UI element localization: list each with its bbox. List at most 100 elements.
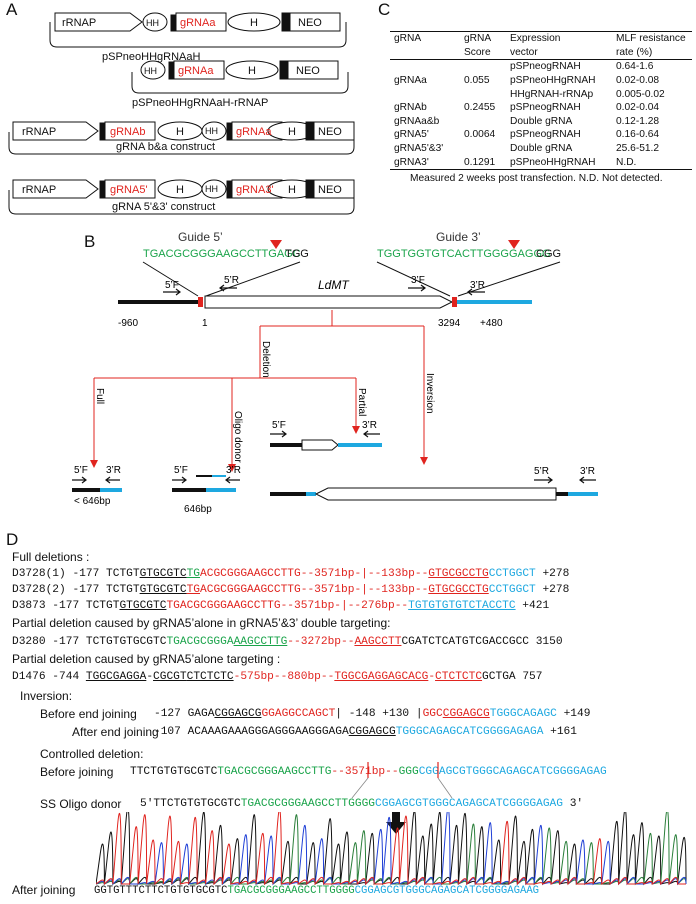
svg-text:3’F: 3’F bbox=[411, 275, 425, 286]
seq-row: -127 GAGACGGAGCGGGAGGCCAGCT| -148 +130 |… bbox=[154, 708, 591, 720]
svg-text:gRNA3': gRNA3' bbox=[236, 184, 274, 196]
partial-title-1: Partial deletion caused by gRNA5’alone i… bbox=[12, 616, 391, 630]
svg-text:NEO: NEO bbox=[318, 184, 342, 196]
panel-label-a: A bbox=[6, 0, 18, 19]
svg-text:HH: HH bbox=[205, 126, 218, 136]
c3-name: gRNA b&a construct bbox=[116, 141, 215, 153]
joining-connectors bbox=[351, 762, 453, 799]
svg-text:+480: +480 bbox=[480, 318, 503, 329]
svg-text:CGG: CGG bbox=[536, 248, 561, 260]
cut-marker-5 bbox=[270, 240, 282, 249]
svg-text:5’F: 5’F bbox=[165, 280, 179, 291]
svg-text:NEO: NEO bbox=[298, 17, 322, 29]
svg-text:H: H bbox=[250, 17, 258, 29]
panel-a-constructs: rRNAP HH gRNAa H NEO pSPneoHHgRNAaH HH g… bbox=[8, 12, 355, 215]
svg-text:gRNAb: gRNAb bbox=[110, 126, 145, 138]
svg-text:3’R: 3’R bbox=[362, 420, 377, 431]
gene-label: LdMT bbox=[318, 278, 350, 292]
promoter-arrow bbox=[54, 12, 143, 32]
construct-2 bbox=[131, 60, 349, 94]
seq-row: -107 ACAAAGAAAGGGAGGGAAGGGAGACGGAGCGTGGG… bbox=[154, 726, 577, 738]
svg-text:5’R: 5’R bbox=[224, 275, 239, 286]
svg-text:Guide 5’: Guide 5’ bbox=[178, 230, 223, 244]
svg-text:3’R: 3’R bbox=[470, 280, 485, 291]
svg-text:H: H bbox=[288, 126, 296, 138]
seq-row: TTCTGTGTGCGTCTGACGCGGGAAGCCTTG--3571bp--… bbox=[130, 766, 607, 778]
svg-text:gRNA5': gRNA5' bbox=[110, 184, 148, 196]
svg-text:3’R: 3’R bbox=[580, 466, 595, 477]
inversion-title: Inversion: bbox=[20, 689, 73, 703]
panel-label-c: C bbox=[378, 0, 391, 19]
svg-text:-960: -960 bbox=[118, 318, 138, 329]
cut-marker-3 bbox=[508, 240, 520, 249]
svg-text:Deletion: Deletion bbox=[260, 341, 271, 378]
chromatogram-trace bbox=[96, 812, 686, 886]
svg-text:3’R: 3’R bbox=[226, 465, 241, 476]
panel-b-diagram: Guide 5’ TGACGCGGGAAGCCTTGAGC TGG Guide … bbox=[72, 230, 598, 515]
svg-text:NEO: NEO bbox=[318, 126, 342, 138]
svg-text:Guide 3’: Guide 3’ bbox=[436, 230, 481, 244]
construct-1 bbox=[49, 12, 347, 48]
full-deletions-title: Full deletions : bbox=[12, 550, 90, 564]
c4-name: gRNA 5'&3' construct bbox=[112, 201, 215, 213]
construct-3 bbox=[8, 121, 355, 155]
seq-row: D3873 -177 TCTGTGTGCGTCTGACGCGGGAAGCCTTG… bbox=[12, 600, 550, 612]
svg-text:3294: 3294 bbox=[438, 318, 461, 329]
svg-text:HH: HH bbox=[205, 184, 218, 194]
svg-text:1: 1 bbox=[202, 318, 208, 329]
svg-text:H: H bbox=[248, 65, 256, 77]
svg-text:H: H bbox=[288, 184, 296, 196]
svg-text:TGG: TGG bbox=[285, 248, 309, 260]
svg-text:Full: Full bbox=[94, 388, 105, 404]
seq-row: D1476 -744 TGGCGAGGA-CGCGTCTCTCTC-575bp-… bbox=[12, 671, 543, 683]
svg-text:H: H bbox=[176, 184, 184, 196]
svg-text:gRNAa: gRNAa bbox=[180, 17, 216, 29]
svg-text:5’R: 5’R bbox=[534, 466, 549, 477]
c1-name: pSPneoHHgRNAaH bbox=[102, 51, 200, 63]
down-arrow-icon bbox=[386, 812, 406, 834]
panel-label-d: D bbox=[6, 530, 19, 549]
svg-text:5’F: 5’F bbox=[74, 465, 88, 476]
svg-text:Inversion: Inversion bbox=[424, 373, 435, 414]
svg-text:Oligo donor: Oligo donor bbox=[232, 411, 243, 463]
controlled-title: Controlled deletion: bbox=[40, 747, 144, 761]
partial-title-2: Partial deletion caused by gRNA5’alone t… bbox=[12, 652, 281, 666]
c1-promoter: rRNAP bbox=[62, 17, 96, 29]
table-footnote: Measured 2 weeks post transfection. N.D.… bbox=[410, 172, 663, 184]
seq-row: D3728(1) -177 TCTGTGTGCGTCTGACGCGGGAAGCC… bbox=[12, 568, 570, 580]
guide5-seq: TGACGCGGGAAGCCTTGAGC bbox=[143, 248, 301, 260]
svg-text:HH: HH bbox=[144, 66, 157, 76]
svg-text:< 646bp: < 646bp bbox=[74, 496, 111, 507]
svg-text:5’F: 5’F bbox=[174, 465, 188, 476]
svg-text:646bp: 646bp bbox=[184, 504, 212, 515]
seq-row: 5′TTCTGTGTGCGTCTGACGCGGGAAGCCTTGGGGCGGAG… bbox=[140, 798, 584, 810]
svg-text:5’F: 5’F bbox=[272, 420, 286, 431]
svg-text:Partial: Partial bbox=[356, 388, 367, 416]
seq-row: D3280 -177 TCTGTGTGCGTCTGACGCGGGAAAGCCTT… bbox=[12, 636, 563, 648]
c2-name: pSPneoHHgRNAaH-rRNAP bbox=[132, 97, 268, 109]
svg-text:rRNAP: rRNAP bbox=[22, 184, 56, 196]
seq-row: D3728(2) -177 TCTGTGTGCGTCTGACGCGGGAAGCC… bbox=[12, 584, 570, 596]
svg-text:gRNAa: gRNAa bbox=[178, 65, 214, 77]
seq-row: GGTGTTTCTTCTGTGTGCGTCTGACGCGGGAAGCCTTGGG… bbox=[94, 885, 540, 897]
panel-label-b: B bbox=[84, 232, 96, 251]
svg-text:NEO: NEO bbox=[296, 65, 320, 77]
svg-text:gRNAa: gRNAa bbox=[236, 126, 272, 138]
svg-text:3’R: 3’R bbox=[106, 465, 121, 476]
construct-4 bbox=[8, 179, 355, 215]
svg-text:H: H bbox=[176, 126, 184, 138]
sequencing-chromatogram bbox=[96, 812, 687, 886]
svg-text:rRNAP: rRNAP bbox=[22, 126, 56, 138]
